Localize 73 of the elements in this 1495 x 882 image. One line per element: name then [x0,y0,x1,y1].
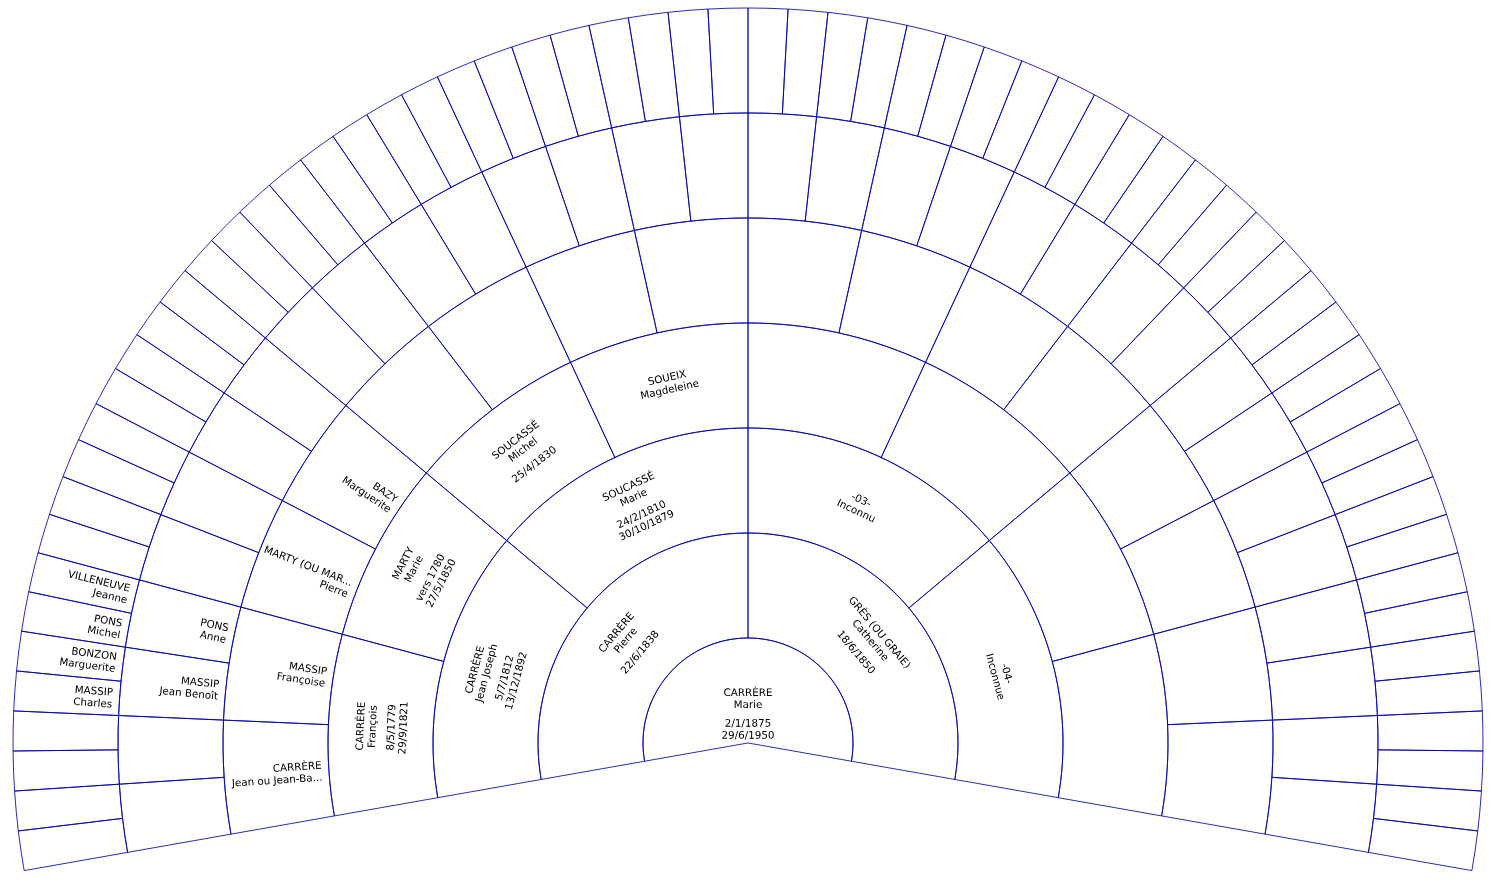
empty-segment [239,184,339,289]
empty-segment [1207,240,1312,339]
empty-segment [1374,670,1483,716]
empty-segment [1334,476,1447,548]
empty-segment [401,76,483,188]
empty-segment [95,368,207,453]
empty-segment [511,34,579,147]
empty-segment [1364,591,1475,648]
empty-segment [1157,184,1257,289]
empty-segment [1044,94,1130,205]
empty-segment [1370,630,1480,682]
empty-segment [118,776,232,853]
empty-segment [12,749,120,792]
empty-segment [1376,749,1484,792]
empty-segment [1074,114,1164,224]
empty-segment [14,783,123,832]
empty-segment [667,8,715,118]
empty-segment [366,94,452,205]
empty-segment [1131,159,1227,266]
empty-segment [117,715,225,785]
empty-segment [950,46,1023,159]
empty-segment [916,146,1015,268]
empty-segment [1289,368,1401,453]
empty-segment [747,217,863,334]
empty-segment [211,211,313,313]
empty-segment [549,25,613,137]
empty-segment [1230,270,1337,366]
empty-segment [1346,513,1459,581]
empty-segment [1103,135,1196,244]
empty-segment [62,439,175,516]
empty-segment [679,112,749,222]
empty-segment [627,11,680,122]
empty-segment [436,60,514,173]
empty-segment [49,476,162,548]
empty-segment [332,114,422,224]
empty-segment [1306,403,1418,484]
empty-segment [1161,719,1274,835]
empty-segment [1321,439,1434,516]
empty-segment [1368,817,1479,872]
empty-segment [982,60,1060,173]
empty-segment [917,34,985,147]
empty-segment [473,46,546,159]
empty-segment [1003,326,1151,474]
empty-segment [17,818,128,872]
empty-segment [1013,76,1095,188]
empty-segment [1183,211,1285,313]
empty-segment [136,301,245,394]
empty-segment [269,159,365,266]
empty-segment [12,710,120,752]
empty-segment [816,11,869,122]
empty-segment [300,135,393,244]
empty-segment [1264,776,1378,853]
empty-segment [1251,301,1360,394]
empty-segment [1051,633,1169,817]
empty-segment [1373,783,1482,832]
empty-segment [78,403,190,484]
empty-segment [883,25,947,137]
empty-segment [223,337,347,452]
empty-segment [850,17,908,129]
empty-segment [184,240,289,339]
person-segment: CARRÈRE François 8/5/1779 29/9/1821 [327,633,445,817]
empty-segment [707,7,749,115]
empty-segment [115,334,225,423]
empty-segment [159,270,266,366]
empty-segment [781,8,829,118]
person-segment: CARRÈRE Jean ou Jean-Ba... [222,719,335,835]
empty-segment [588,17,646,129]
empty-segment [1153,606,1273,726]
empty-segment [633,217,749,334]
empty-segment [747,7,789,115]
empty-segment [1271,334,1381,423]
person-segment: MASSIP Jean Benoît [118,646,230,721]
empty-segment [1377,710,1484,752]
